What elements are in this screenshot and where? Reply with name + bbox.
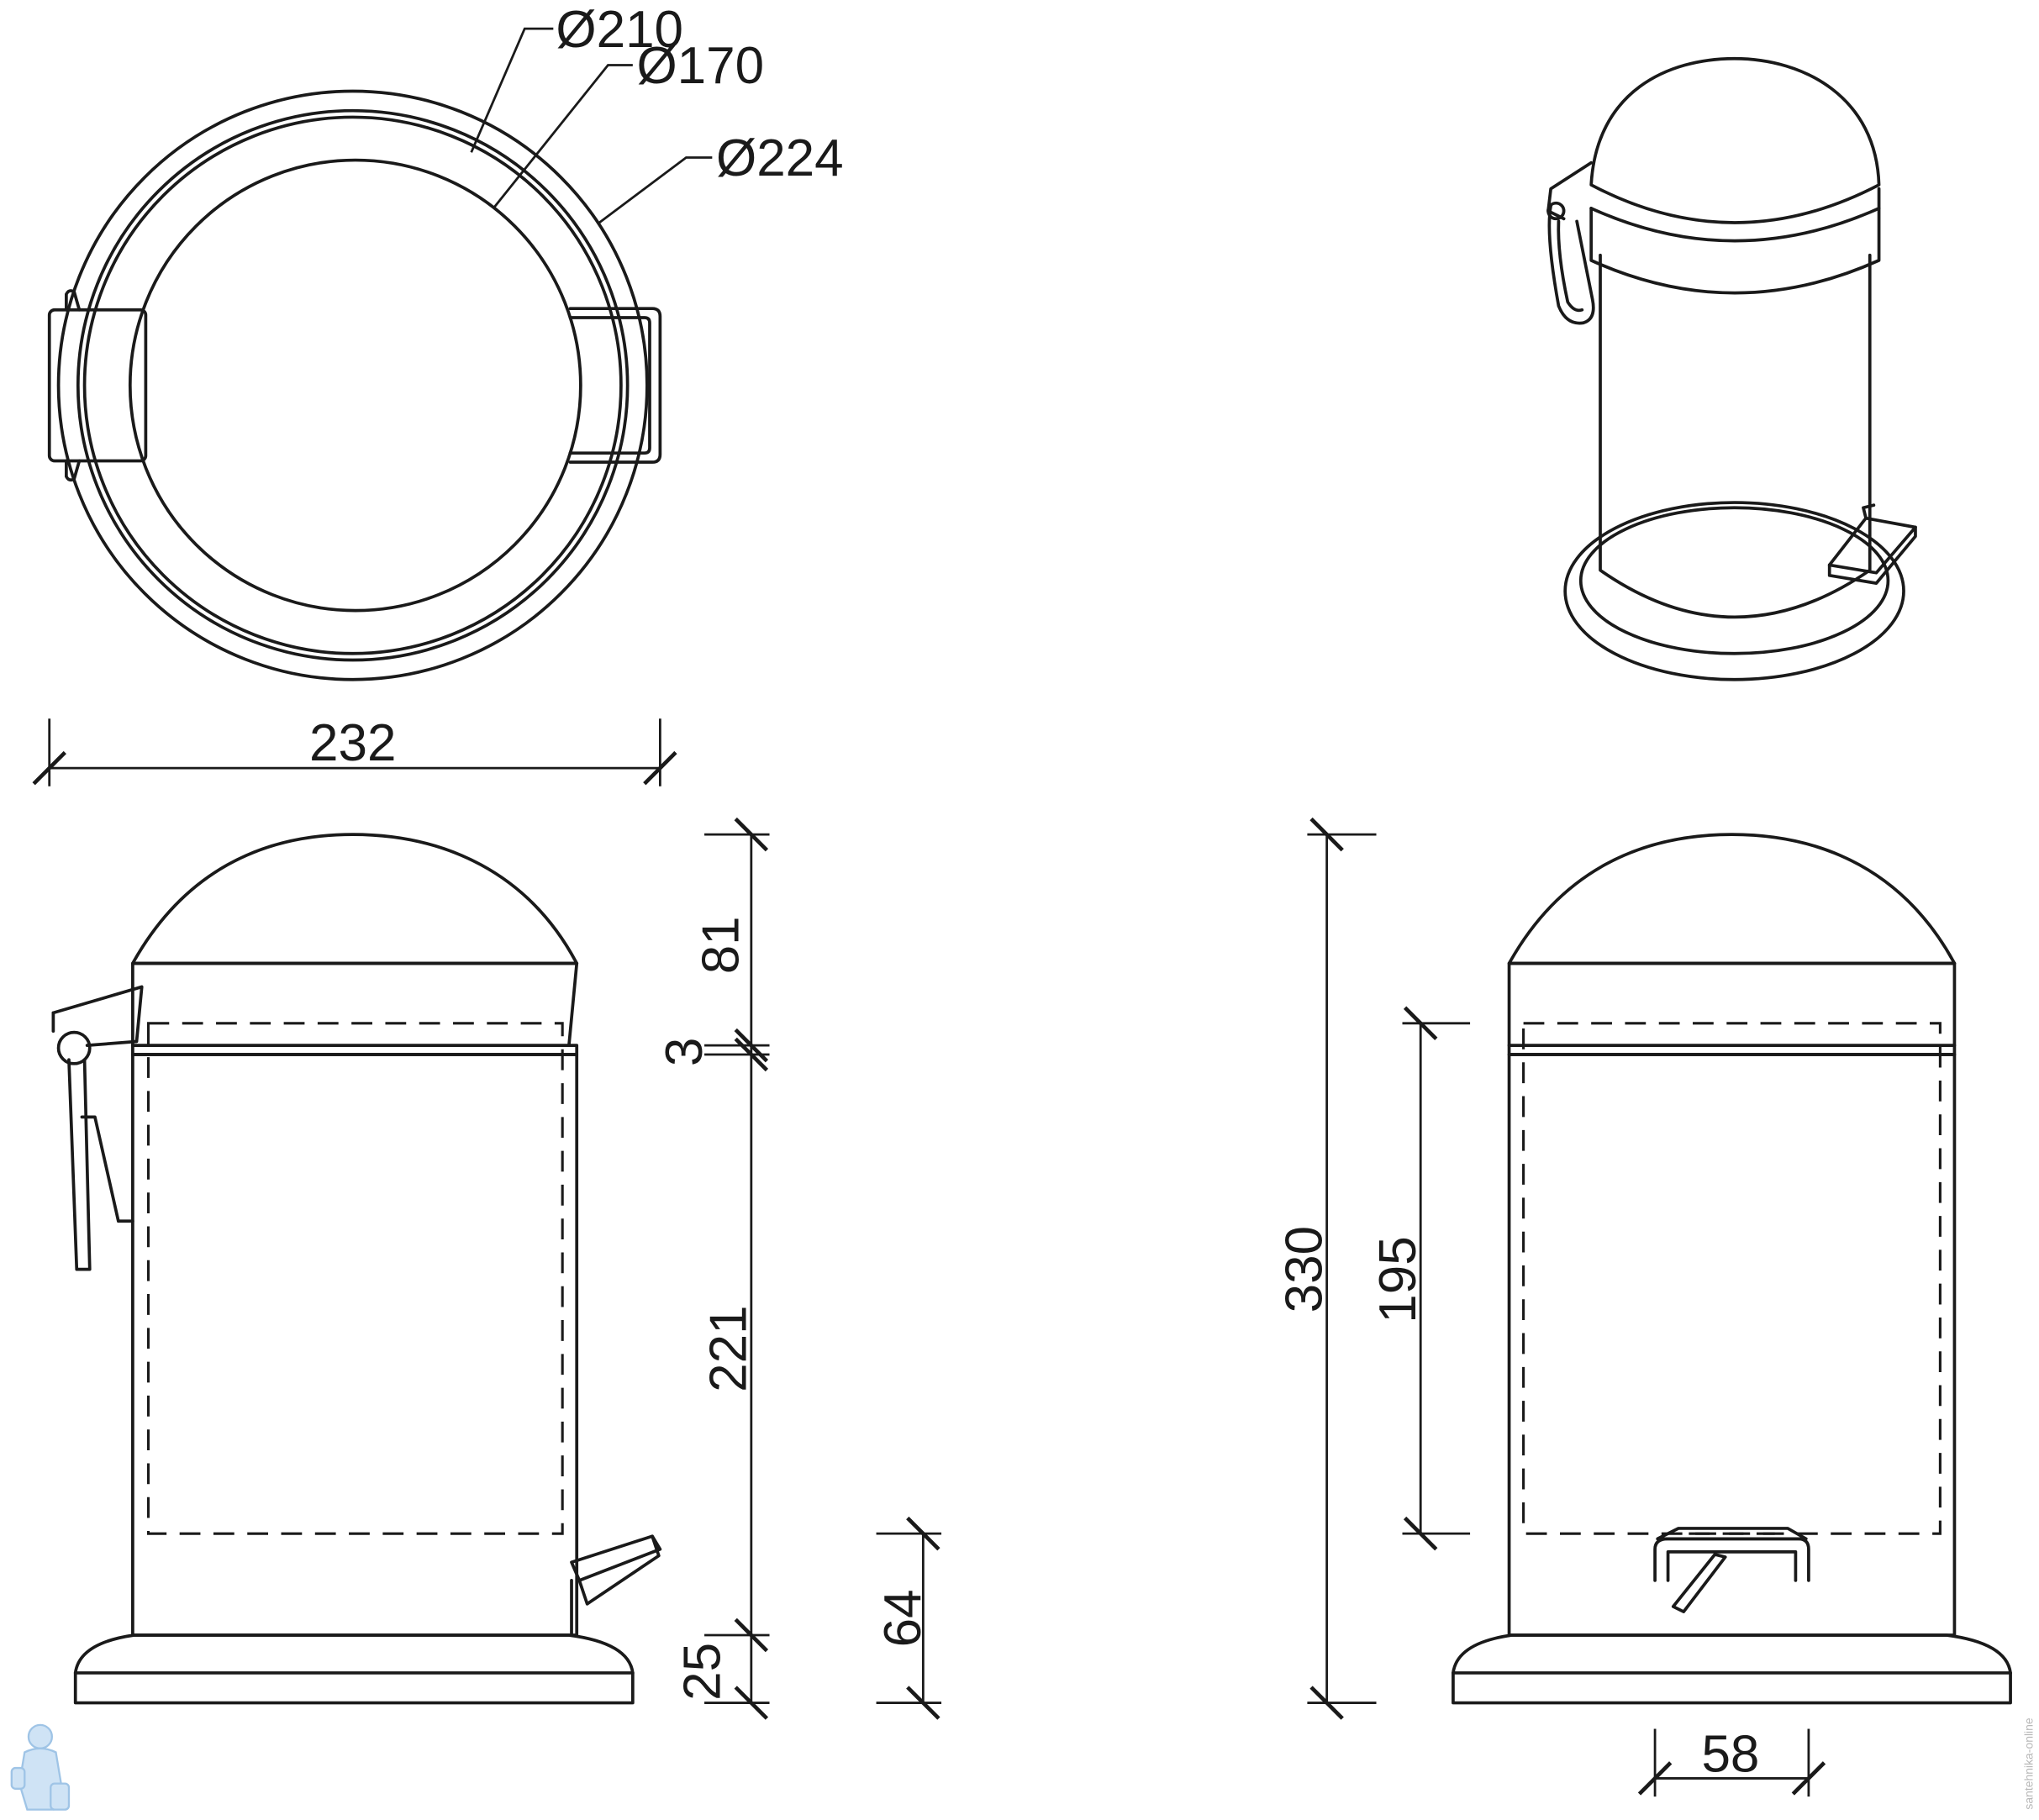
tick	[734, 1617, 769, 1653]
front-base	[1452, 1633, 2012, 1705]
side-hinge-pin	[56, 1030, 92, 1065]
hinge-bottom-detail	[65, 459, 82, 482]
dim-base-25: 25	[674, 1643, 732, 1701]
side-body	[131, 1053, 579, 1637]
front-rim	[1507, 1044, 1957, 1056]
dim-pedal-64: 64	[874, 1589, 932, 1647]
side-lid-band	[131, 961, 579, 1047]
iso-hinge-pin	[1546, 201, 1566, 221]
tick	[1403, 1006, 1438, 1041]
iso-handle-inner	[1557, 219, 1584, 313]
dim-diameter-224: Ø224	[716, 129, 844, 187]
tick	[906, 1686, 940, 1720]
tick	[32, 750, 66, 786]
front-pedal-frame	[1653, 1537, 1810, 1582]
side-base	[73, 1633, 635, 1705]
watermark-side-text: santehnika-online	[2021, 1717, 2035, 1810]
tick	[734, 817, 769, 852]
iso-base-outer	[1563, 501, 1905, 681]
side-handle-bar	[67, 1058, 92, 1271]
side-view: 81 3 221 25 64	[51, 817, 942, 1720]
tick	[734, 1686, 769, 1720]
side-rim	[131, 1044, 579, 1056]
iso-lid-seam	[1589, 207, 1881, 243]
iso-pedal-arm	[1862, 503, 1876, 520]
leader-d170	[492, 64, 633, 209]
pedal-block-outer	[568, 307, 662, 464]
side-hinge	[51, 985, 144, 1047]
tick	[734, 1028, 769, 1063]
tick	[1637, 1761, 1673, 1796]
iso-base-inner	[1578, 506, 1890, 655]
dim-pedal-width-58: 58	[1701, 1726, 1759, 1784]
iso-hinge	[1546, 160, 1594, 221]
dim-body-221: 221	[700, 1305, 758, 1391]
tick	[1309, 1686, 1344, 1720]
dim-diameter-210: Ø210	[556, 1, 683, 59]
side-inner-bucket	[146, 1022, 564, 1535]
hinge-block	[47, 308, 148, 463]
dim-gap-3: 3	[656, 1038, 714, 1066]
rim-inner-circle	[82, 115, 623, 655]
dim-lid-81: 81	[692, 916, 750, 974]
leader-d210	[470, 27, 554, 153]
dim-width-232: 232	[309, 714, 396, 772]
front-body	[1507, 1053, 1957, 1637]
base-outer-circle	[56, 89, 649, 681]
dim-diameter-170: Ø170	[636, 37, 764, 95]
tick	[1403, 1516, 1438, 1551]
iso-dome-lid	[1589, 56, 1881, 224]
tick	[1791, 1761, 1826, 1796]
tick	[906, 1516, 940, 1551]
pedal-block-inner	[568, 316, 651, 455]
isometric-view	[1546, 56, 1917, 681]
front-dome	[1507, 833, 1957, 965]
dim-total-330: 330	[1275, 1226, 1333, 1312]
side-dome	[131, 833, 579, 965]
front-pedal-inner	[1666, 1549, 1798, 1582]
front-lid-band	[1507, 961, 1957, 1047]
iso-handle-outer	[1547, 203, 1595, 325]
iso-pedal-top	[1827, 516, 1917, 575]
top-view: Ø210 Ø170 Ø224 232	[32, 1, 844, 786]
front-pedal-top	[1656, 1527, 1808, 1541]
side-pedal-top	[570, 1534, 662, 1582]
iso-body	[1599, 253, 1872, 619]
front-pedal-arm	[1671, 1553, 1727, 1613]
lid-circle	[128, 158, 582, 613]
tick	[734, 1037, 769, 1072]
tick	[1309, 817, 1344, 852]
iso-lid-band	[1589, 187, 1881, 295]
front-inner-bucket	[1522, 1022, 1942, 1535]
rim-circle	[76, 108, 630, 662]
front-view: 330 195 58	[1275, 817, 2012, 1797]
iso-pedal-side	[1827, 525, 1917, 585]
plumber-logo-icon	[10, 1723, 71, 1811]
dim-bucket-195: 195	[1369, 1236, 1427, 1323]
side-pedal-face	[577, 1534, 661, 1606]
tick	[643, 750, 677, 786]
hinge-top-detail	[65, 289, 82, 312]
side-lever	[80, 1115, 134, 1223]
leader-d224	[597, 156, 713, 225]
